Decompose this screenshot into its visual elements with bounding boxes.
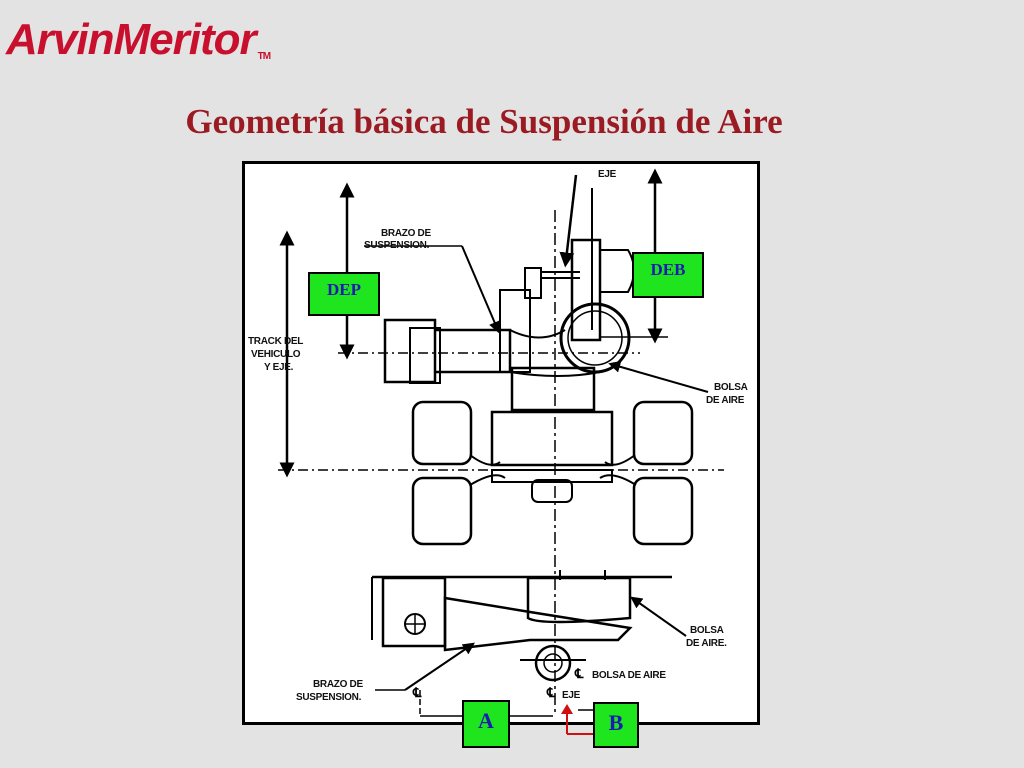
page-title: Geometría básica de Suspensión de Aire — [185, 102, 783, 141]
logo-text: ArvinMeritor — [6, 15, 257, 64]
tire-left-top — [411, 400, 473, 466]
label-eje-top: EJE — [598, 169, 617, 180]
label-bolsa-bottom-2: DE AIRE. — [686, 638, 727, 649]
tire-right-bottom — [632, 476, 694, 546]
dep-tag: DEP — [308, 272, 380, 316]
axle-housing — [490, 410, 614, 467]
label-track-3: Y EJE. — [264, 362, 294, 373]
label-brazo-bottom-1: BRAZO DE — [313, 679, 363, 690]
suspension-arm-top — [435, 328, 512, 374]
red-marker-icon — [561, 704, 595, 735]
hanger — [381, 576, 447, 648]
label-bolsa-bottom-1: BOLSA — [690, 625, 724, 636]
brake-drum-top — [570, 238, 602, 342]
svg-text:℄: ℄ — [546, 685, 556, 700]
label-brazo-top-1: BRAZO DE — [381, 228, 431, 239]
air-bag-side — [526, 576, 632, 624]
deb-tag: DEB — [632, 252, 704, 298]
logo-trademark: TM — [257, 51, 271, 62]
label-bolsa-top-2: DE AIRE — [706, 395, 745, 406]
label-track-1: TRACK DEL — [248, 336, 304, 347]
label-brazo-bottom-2: SUSPENSION. — [296, 692, 362, 703]
b-tag: B — [593, 702, 639, 748]
label-bolsa-top-1: BOLSA — [714, 382, 748, 393]
axle-side — [534, 644, 572, 682]
centerline-symbol-icon: ℄ — [412, 685, 422, 700]
label-bolsa-center: BOLSA DE AIRE — [592, 670, 666, 681]
tire-right-top — [632, 400, 694, 466]
a-tag: A — [462, 700, 510, 748]
label-track-2: VEHICULO — [251, 349, 301, 360]
svg-text:℄: ℄ — [574, 666, 584, 681]
trailing-arm — [443, 596, 633, 652]
label-brazo-top-2: SUSPENSION. — [364, 240, 430, 251]
label-eje-bottom: EJE — [562, 690, 581, 701]
tire-left-bottom — [411, 476, 473, 546]
